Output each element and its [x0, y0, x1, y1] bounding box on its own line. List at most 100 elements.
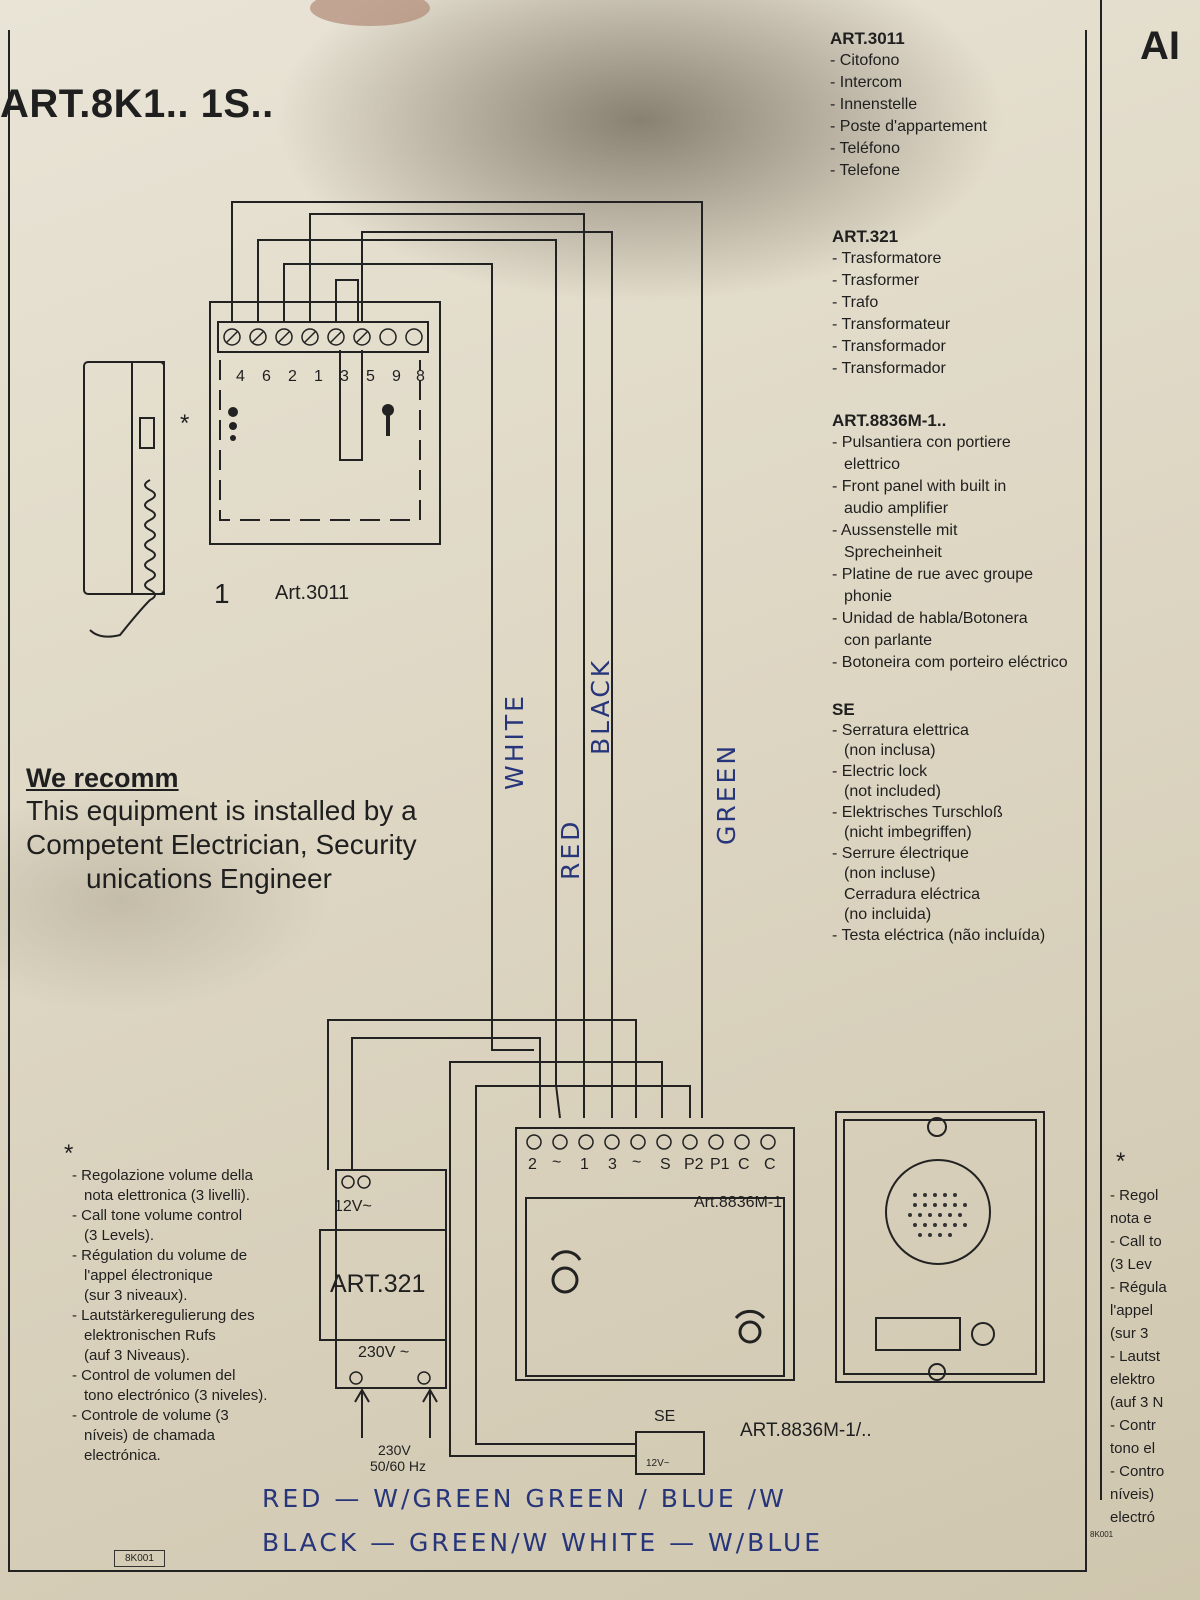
note-line: - Control de volumen del [72, 1367, 236, 1384]
note-line: l'appel [1110, 1302, 1153, 1319]
note-line: tono electrónico (3 niveles). [84, 1387, 268, 1404]
legend-item: - Transformador [832, 360, 946, 377]
power-arrow-right [422, 1388, 438, 1438]
wire-lock-b [475, 1085, 691, 1445]
intercom-terminal-3: 3 [340, 368, 349, 385]
intercom-terminal-1: 1 [314, 368, 323, 385]
note-line: - Régulation du volume de [72, 1247, 248, 1264]
right-frame-line [1100, 0, 1102, 1500]
legend-item: (nicht imbegriffen) [844, 824, 972, 841]
legend-item: - Trafo [832, 294, 879, 311]
legend-item: - Telefone [830, 162, 900, 179]
recommendation-line: This equipment is installed by a [26, 795, 417, 826]
legend-item: - Teléfono [830, 140, 900, 157]
wire-6 [257, 239, 561, 1119]
intercom-label: Art.3011 [275, 582, 350, 604]
legend-item: - Trasformer [832, 272, 920, 289]
wire-12v-b [327, 1019, 637, 1170]
next-page-title: AI [1140, 24, 1180, 68]
handwritten-line-2: BLACK — GREEN/W WHITE — W/BLUE [262, 1528, 824, 1557]
faceplate-screw [928, 1363, 946, 1381]
note-line: l'appel électronique [84, 1267, 213, 1284]
terminal-strip [217, 321, 429, 353]
note-line: - Contr [1110, 1417, 1156, 1434]
handwritten-black: BLACK [586, 657, 615, 755]
legend-item: - Innenstelle [830, 96, 918, 113]
wire-1 [309, 213, 585, 1118]
legend-item: audio amplifier [844, 500, 949, 517]
legend-art8836: ART.8836M-1.. - Pulsantiera con portiere… [832, 410, 1068, 674]
faceplate-inner [843, 1119, 1037, 1375]
legend-item: - Intercom [830, 74, 903, 91]
dashed-outline [219, 360, 421, 521]
note-line: - Call to [1110, 1233, 1162, 1250]
note-line: (sur 3 niveaux). [84, 1287, 188, 1304]
panel-speaker-icon [738, 1320, 762, 1344]
legend-item: - Testa eléctrica (não incluída) [832, 926, 1046, 944]
wire-4 [231, 201, 703, 1118]
note-line: - Regolazione volume della [72, 1167, 253, 1184]
intercom-terminal-2: 2 [288, 368, 297, 385]
legend-item: (no incluida) [844, 906, 932, 923]
legend-item: - Platine de rue avec groupe [832, 566, 1034, 583]
coiled-cord [89, 479, 156, 638]
lock-label: SE [654, 1408, 676, 1425]
legend-item: - Serratura elettrica [832, 721, 969, 739]
recommendation-line: Competent Electrician, Security [26, 829, 417, 860]
faceplate [835, 1111, 1045, 1383]
legend-se-heading: SE [832, 700, 855, 719]
intercom-terminal-6: 6 [262, 368, 271, 385]
note-line: electró [1110, 1509, 1156, 1526]
panel-terminal: P1 [710, 1156, 730, 1173]
legend-item: con parlante [844, 632, 933, 649]
legend-item: - Aussenstelle mit [832, 522, 958, 539]
wire-3 [335, 279, 359, 322]
legend-item: - Pulsantiera con portiere [832, 434, 1011, 451]
wire-2 [283, 263, 534, 1051]
call-button [971, 1322, 995, 1346]
handset-body [131, 361, 165, 595]
panel-inner [525, 1197, 785, 1377]
door-switch [339, 350, 363, 461]
recommendation-block: We recomm This equipment is installed by… [26, 763, 526, 896]
hook-switch [139, 417, 155, 449]
intercom-terminal-4: 4 [236, 368, 245, 385]
transformer-label: ART.321 [330, 1270, 426, 1298]
legend-item: - Electric lock [832, 762, 928, 780]
handwritten-white: WHITE [500, 693, 529, 790]
note-line: elektro [1110, 1371, 1156, 1388]
panel-caption: ART.8836M-1/.. [740, 1420, 872, 1441]
intercom-star: * [180, 410, 190, 437]
note-line: - Régula [1110, 1279, 1167, 1296]
legend-item: (non incluse) [844, 865, 936, 882]
legend-item: - Poste d'appartement [830, 118, 987, 135]
intercom-terminal-9: 9 [392, 368, 401, 385]
footer-code-right: 8K001 [1090, 1530, 1114, 1539]
panel-terminal: ~ [552, 1154, 562, 1171]
footer-code: 8K001 [114, 1550, 165, 1567]
intercom-number: 1 [214, 578, 230, 609]
legend-item: phonie [844, 588, 893, 605]
legend-art321-heading: ART.321 [832, 227, 899, 246]
handwritten-red: RED [556, 818, 585, 880]
panel-terminal: C [764, 1156, 776, 1173]
faceplate-top-lamp [927, 1117, 947, 1137]
right-note-star: * [1116, 1148, 1126, 1175]
transformer-core [319, 1229, 447, 1341]
legend-art8836-heading: ART.8836M-1.. [832, 411, 947, 430]
power-arrow-left [354, 1388, 370, 1438]
legend-item: - Trasformatore [832, 250, 942, 267]
note-line: níveis) de chamada [84, 1427, 215, 1444]
legend-item: - Citofono [830, 52, 900, 69]
panel-terminal: 1 [580, 1156, 589, 1173]
panel-terminal: C [738, 1156, 750, 1173]
legend-item: - Botoneira com porteiro eléctrico [832, 654, 1068, 671]
panel-terminal: S [660, 1156, 671, 1173]
handwritten-green: GREEN [712, 742, 741, 845]
note-line: nota elettronica (3 livelli). [84, 1187, 250, 1204]
note-line: (auf 3 N [1110, 1394, 1164, 1411]
supply-voltage: 230V [378, 1442, 411, 1458]
wire-5 [361, 231, 613, 1118]
legend-item: - Elektrisches Turschloß [832, 803, 1003, 821]
electric-lock [635, 1431, 705, 1475]
